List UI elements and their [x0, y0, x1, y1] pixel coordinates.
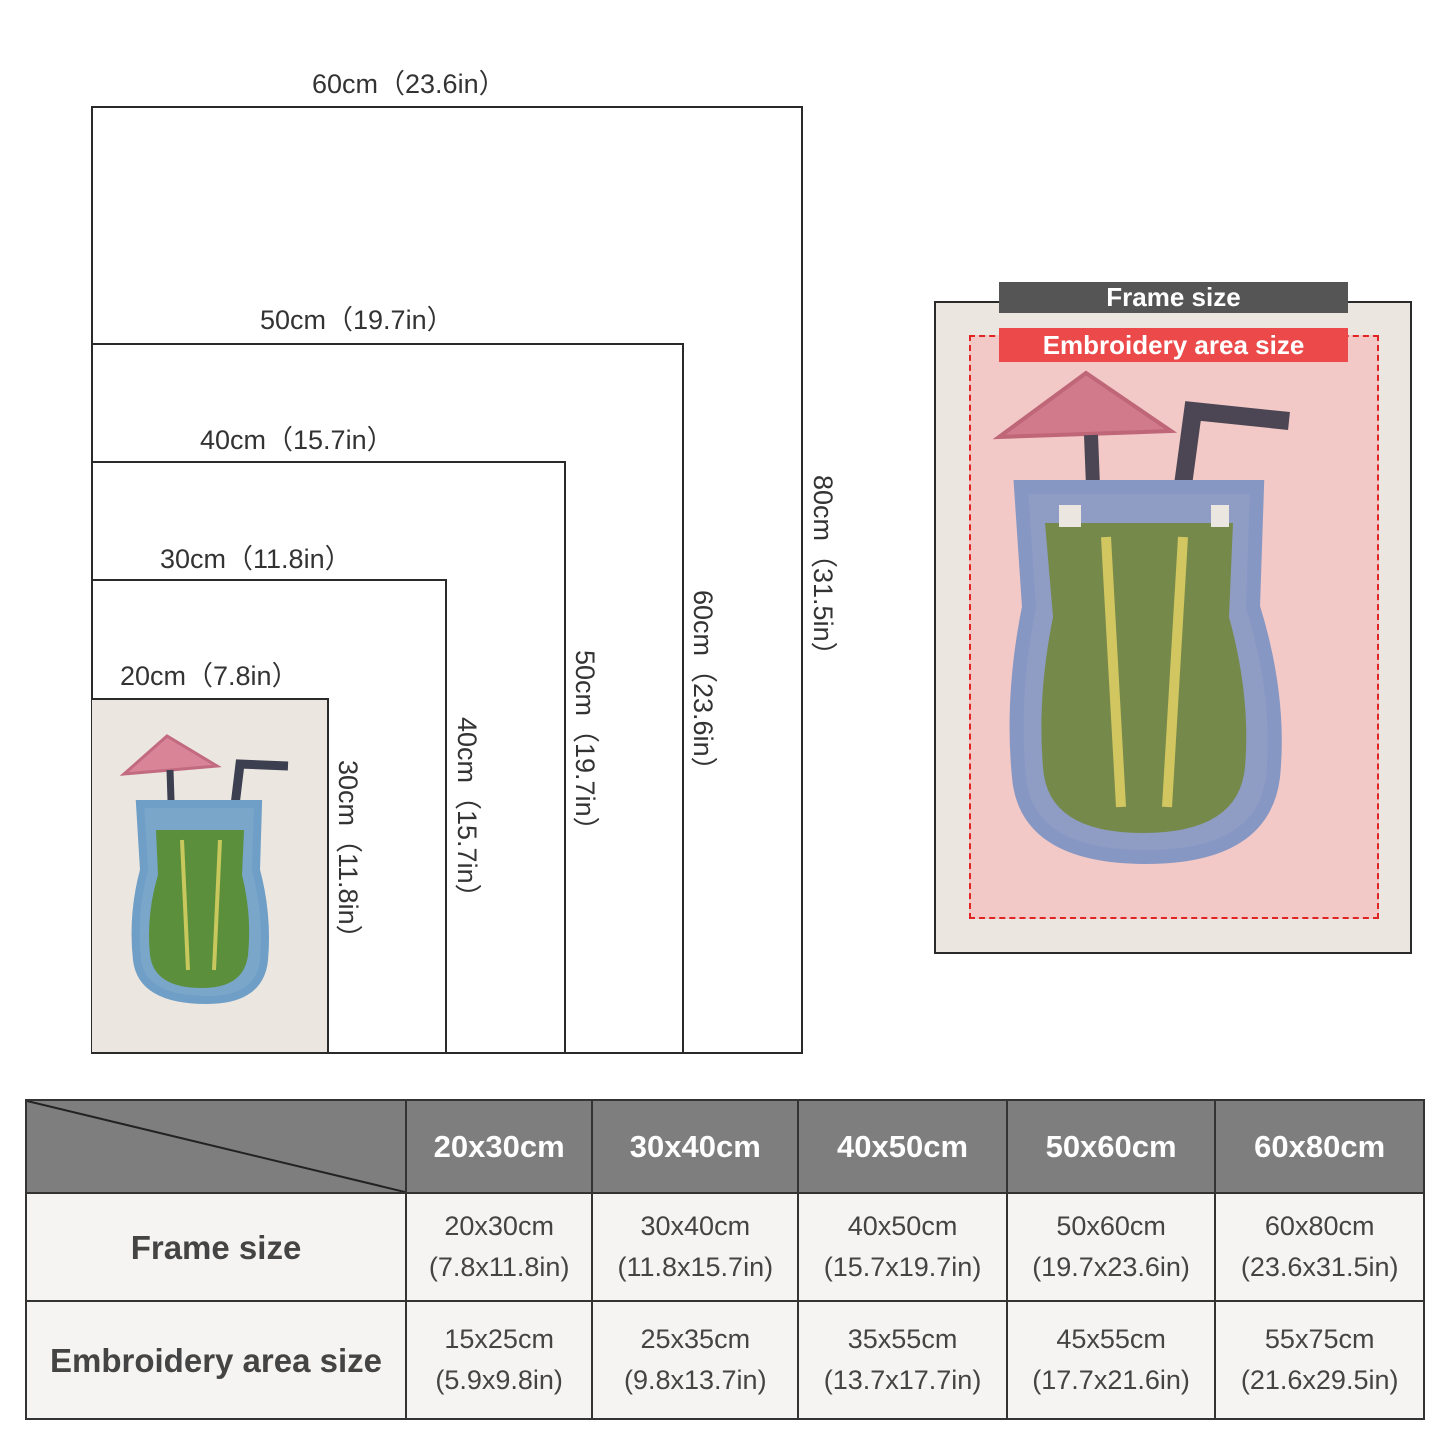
height-label-50: 50cm（19.7in） — [570, 650, 600, 844]
table-header-row: 20x30cm 30x40cm 40x50cm 50x60cm 60x80cm — [25, 1099, 1425, 1194]
size-spec-table: 20x30cm 30x40cm 40x50cm 50x60cm 60x80cm … — [25, 1099, 1425, 1420]
height-label-30: 30cm（11.8in） — [333, 760, 363, 952]
width-label-30: 30cm（11.8in） — [160, 544, 352, 574]
table-cell: 45x55cm(17.7x21.6in) — [1005, 1300, 1217, 1420]
column-header-40x50: 40x50cm — [797, 1099, 1008, 1194]
row-label-frame-size: Frame size — [25, 1192, 407, 1302]
column-header-20x30: 20x30cm — [404, 1099, 594, 1194]
corner-diagonal — [27, 1101, 405, 1192]
table-cell: 30x40cm(11.8x15.7in) — [591, 1192, 800, 1302]
height-label-60: 60cm（23.6in） — [688, 590, 718, 784]
width-label-50: 50cm（19.7in） — [260, 305, 454, 335]
column-header-50x60: 50x60cm — [1005, 1099, 1217, 1194]
width-label-40: 40cm（15.7in） — [200, 425, 394, 455]
table-cell: 40x50cm(15.7x19.7in) — [797, 1192, 1008, 1302]
table-cell: 35x55cm(13.7x17.7in) — [797, 1300, 1008, 1420]
table-cell: 25x35cm(9.8x13.7in) — [591, 1300, 800, 1420]
embroidery-thumbnail — [92, 700, 327, 1052]
height-label-80: 80cm（31.5in） — [808, 475, 838, 669]
embroidery-area-tag: Embroidery area size — [999, 328, 1348, 362]
table-corner-cell — [25, 1099, 407, 1194]
width-label-20: 20cm（7.8in） — [120, 661, 299, 691]
cocktail-illustration-small — [119, 734, 289, 1005]
table-row-frame-size: Frame size 20x30cm(7.8x11.8in) 30x40cm(1… — [25, 1192, 1425, 1302]
embroidery-area — [969, 335, 1379, 919]
column-header-30x40: 30x40cm — [591, 1099, 800, 1194]
table-row-embroidery-area: Embroidery area size 15x25cm(5.9x9.8in) … — [25, 1300, 1425, 1420]
frame-size-tag: Frame size — [999, 282, 1348, 313]
height-label-40: 40cm（15.7in） — [452, 717, 482, 911]
table-cell: 15x25cm(5.9x9.8in) — [404, 1300, 594, 1420]
embroidery-preview — [934, 301, 1412, 954]
table-cell: 55x75cm(21.6x29.5in) — [1214, 1300, 1425, 1420]
table-cell: 20x30cm(7.8x11.8in) — [404, 1192, 594, 1302]
table-cell: 60x80cm(23.6x31.5in) — [1214, 1192, 1425, 1302]
column-header-60x80: 60x80cm — [1214, 1099, 1425, 1194]
table-cell: 50x60cm(19.7x23.6in) — [1005, 1192, 1217, 1302]
cocktail-illustration-large — [992, 370, 1290, 865]
row-label-embroidery-area: Embroidery area size — [25, 1300, 407, 1420]
width-label-60: 60cm（23.6in） — [312, 69, 506, 99]
